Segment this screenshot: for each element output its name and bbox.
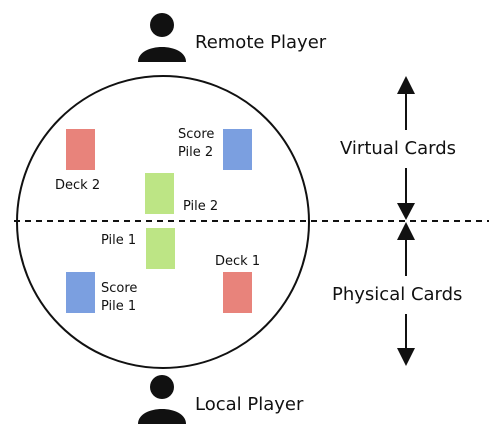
score-pile-1-label-line1: Score: [101, 281, 137, 296]
pile-1-card: [146, 228, 175, 269]
pile-2-card: [145, 173, 174, 214]
virtual-cards-arrow-icon: [397, 76, 415, 220]
deck-2-label: Deck 2: [55, 178, 100, 193]
deck-1-label: Deck 1: [215, 254, 260, 269]
score-pile-2-label-line1: Score: [178, 127, 214, 142]
virtual-cards-label: Virtual Cards: [340, 138, 456, 159]
remote-player-label: Remote Player: [195, 32, 327, 53]
pile-2-label: Pile 2: [183, 199, 218, 214]
local-player-icon: [138, 375, 186, 424]
deck-2-card: [66, 129, 95, 170]
physical-cards-arrow-icon: [397, 222, 415, 366]
score-pile-2-label-line2: Pile 2: [178, 145, 213, 160]
score-pile-1-label-line2: Pile 1: [101, 299, 136, 314]
score-pile-2-card: [223, 129, 252, 170]
local-player-label: Local Player: [195, 394, 304, 415]
pile-1-label: Pile 1: [101, 233, 136, 248]
score-pile-1-card: [66, 272, 95, 313]
physical-cards-label: Physical Cards: [332, 284, 462, 305]
deck-1-card: [223, 272, 252, 313]
remote-player-icon: [138, 13, 186, 62]
